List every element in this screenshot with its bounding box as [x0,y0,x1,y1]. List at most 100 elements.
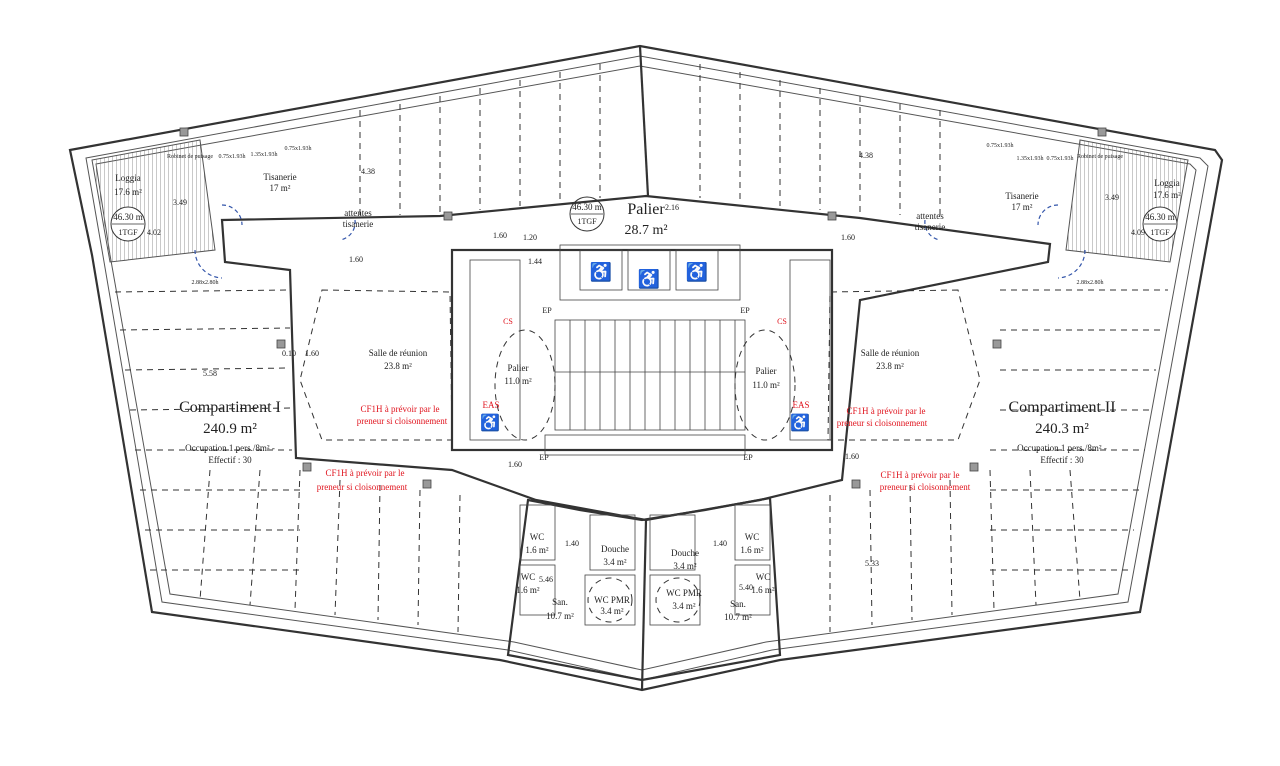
dim-left-1: 0.75x1.93h [219,154,246,160]
comp1-effectif: Effectif : 30 [208,455,252,465]
dim-349-right: 3.49 [1105,193,1119,202]
comp2-effectif: Effectif : 30 [1040,455,1084,465]
comp2-occupation: Occupation 1 pers./8m² - [1017,443,1107,453]
dim-left-2: 1.35x1.93h [251,152,278,158]
wc2-left-label: WC [521,572,536,582]
salle-left-area: 23.8 m² [384,361,412,371]
level-badge-right: 46.30 m 1TGF 4.09 [1131,206,1178,242]
office-grid-left [114,64,601,633]
comp1-area: 240.9 m² [203,421,257,437]
tisanerie-left-label: Tisanerie [263,172,296,182]
eas-left: EAS [482,400,499,410]
douche-right-label: Douche [671,548,699,558]
dim-small-left: 2.88x2.80h [192,280,219,286]
palier-right-area: 11.0 m² [752,380,780,390]
dim-120: 1.20 [523,233,537,242]
douche-left-label: Douche [601,544,629,554]
dim-140-right: 1.40 [713,539,727,548]
cf1h-note-4b: preneur si cloisonnement [880,482,971,492]
dim-160-c: 1.60 [841,233,855,242]
eas-right: EAS [792,400,809,410]
wheelchair-icon: ♿ [638,268,660,289]
san-right-area: 10.7 m² [724,612,752,622]
dim-160-b: 1.60 [493,231,507,240]
palier-left-area: 11.0 m² [504,376,532,386]
dim-546: 5.46 [539,575,553,584]
san-right-label: San. [730,599,746,609]
loggia-right-label: Loggia [1154,178,1180,188]
outer-walls [68,44,1224,692]
svg-text:4.09: 4.09 [1131,228,1145,237]
tisanerie-left-area: 17 m² [270,183,291,193]
wheelchair-icon: ♿ [790,413,810,432]
dim-right-2: 1.35x1.93h [1017,156,1044,162]
meeting-room-outlines [299,289,981,441]
dim-216: 2.16 [665,203,679,212]
palier-right-label: Palier [756,366,777,376]
comp1-occupation: Occupation 1 pers./8m² - [185,443,275,453]
wcpmr-left-area: 3.4 m² [600,606,624,616]
comp2-area: 240.3 m² [1035,421,1089,437]
wheelchair-icon: ♿ [686,261,708,282]
robinet-left: Robinet de puisage [167,154,213,160]
cf1h-note-3a: CF1H à prévoir par le [326,468,405,478]
level-badge-center: 46.30 m 1TGF [569,196,605,232]
stair-core [450,244,834,456]
dim-438-right: 4.38 [859,151,873,160]
inner-ring [220,194,1052,522]
svg-text:46.30 m: 46.30 m [113,212,143,222]
douche-left-area: 3.4 m² [603,557,627,567]
palier-top-label: Palier [627,201,665,218]
cf1h-note-3b: preneur si cloisonnement [317,482,408,492]
robinet-right: Robinet de puisage [1077,154,1123,160]
structural-posts [179,127,1107,489]
wc1-left-area: 1.6 m² [525,545,549,555]
san-left-area: 10.7 m² [546,611,574,621]
wc1-right-area: 1.6 m² [740,545,764,555]
cf1h-note-1a: CF1H à prévoir par le [361,404,440,414]
dim-160-a: 1.60 [305,349,319,358]
svg-text:46.30 m: 46.30 m [572,202,602,212]
ep-1: EP [542,306,552,315]
loggia-right-area: 17.6 m² [1153,190,1181,200]
dim-010-a: 0.10 [282,349,296,358]
dim-160-e: 1.60 [845,452,859,461]
loggia-left-label: Loggia [115,173,141,183]
dim-160-d: 1.60 [508,460,522,469]
dim-349-left: 3.49 [173,198,187,207]
wcpmr-right-label: WC PMR [666,588,702,598]
dim-533: 5.33 [865,559,879,568]
dim-right-3: 0.75x1.93h [1047,156,1074,162]
dim-540: 5.40 [739,583,753,592]
cf1h-note-2a: CF1H à prévoir par le [847,406,926,416]
sanitary-block [506,496,782,682]
cf1h-note-1b: preneur si cloisonnement [357,416,448,426]
ep-4: EP [743,453,753,462]
tisanerie-right-area: 17 m² [1012,202,1033,212]
office-grid-right [699,64,1168,632]
dim-160-f: 1.60 [349,255,363,264]
dim-left-3: 0.75x1.93h [285,146,312,152]
wc1-right-label: WC [745,532,760,542]
dim-small-right: 2.88x2.80h [1077,280,1104,286]
ep-2: EP [740,306,750,315]
room-labels: Palier 28.7 m² Loggia 17.6 m² Loggia 17.… [114,143,1181,622]
attentes-right-2: tisanerie [915,222,946,232]
svg-text:1TGF: 1TGF [577,217,597,226]
wcpmr-right-area: 3.4 m² [672,601,696,611]
dim-558: 5.58 [203,369,217,378]
wheelchair-icon: ♿ [590,261,612,282]
wheelchair-icons: ♿ ♿ ♿ ♿ ♿ [480,261,810,432]
level-badge-left: 46.30 m 1TGF 4.02 [110,206,161,242]
svg-text:4.02: 4.02 [147,228,161,237]
wc2-right-label: WC [756,572,771,582]
wc2-left-area: 1.6 m² [516,585,540,595]
svg-text:46.30 m: 46.30 m [1145,212,1175,222]
wc1-left-label: WC [530,532,545,542]
dim-140-left: 1.40 [565,539,579,548]
cs-left: CS [503,317,513,326]
ep-3: EP [539,453,549,462]
san-left-label: San. [552,597,568,607]
wc2-right-area: 1.6 m² [751,585,775,595]
